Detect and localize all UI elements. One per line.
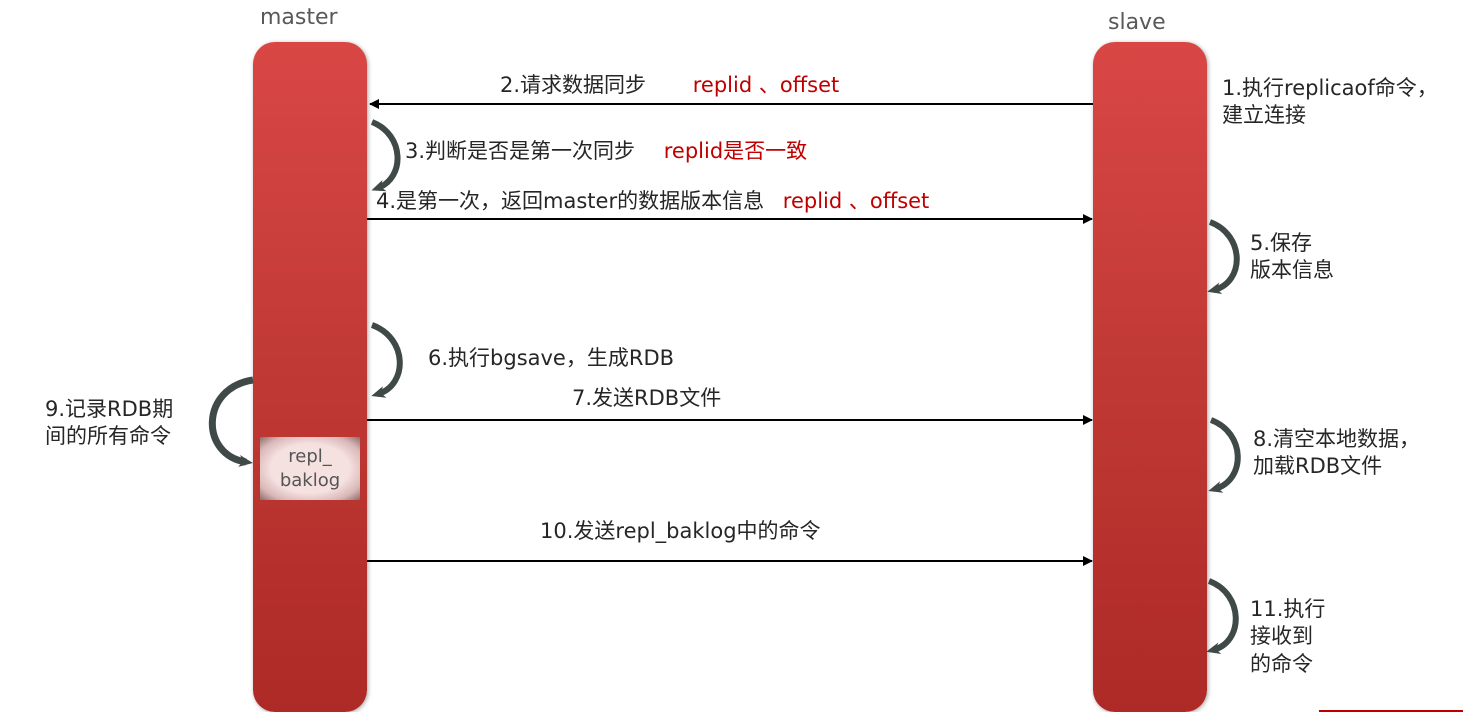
step6-text: 6.执行bgsave，生成RDB (428, 346, 675, 370)
step2-text: 2.请求数据同步 replid 、offset (500, 72, 839, 99)
step3-highlight: replid是否一致 (663, 139, 808, 163)
master-label: master (260, 5, 338, 30)
self-arrow-step11 (1206, 578, 1239, 655)
step2-label: 2.请求数据同步 (500, 73, 647, 97)
self-arrow-step9 (208, 376, 254, 467)
repl-backlog-box: repl_ baklog (260, 437, 360, 500)
step9-line2: 间的所有命令 (45, 424, 171, 449)
step1-line1: 1.执行replicaof命令， (1222, 76, 1438, 100)
self-arrow-step8 (1208, 417, 1241, 493)
self-arrow-step6 (370, 322, 403, 398)
step11-line1: 11.执行 (1250, 597, 1326, 621)
step10-text: 10.发送repl_baklog中的命令 (540, 519, 821, 543)
self-arrow-step5 (1207, 219, 1240, 295)
self-arrow-step3 (370, 119, 401, 192)
step11-line2: 接收到 (1250, 624, 1313, 649)
step8-line2: 加载RDB文件 (1253, 454, 1383, 479)
step3-text: 3.判断是否是第一次同步 replid是否一致 (405, 138, 807, 165)
step5-line2: 版本信息 (1250, 258, 1334, 283)
step1-text: 1.执行replicaof命令， 建立连接 (1222, 75, 1438, 130)
slave-label: slave (1108, 10, 1166, 35)
master-lifeline (253, 42, 367, 712)
step5-text: 5.保存 版本信息 (1250, 230, 1334, 285)
step7-text: 7.发送RDB文件 (572, 386, 722, 410)
step4-highlight: replid 、offset (782, 189, 930, 213)
step9-text: 9.记录RDB期 间的所有命令 (45, 396, 173, 451)
step3-label: 3.判断是否是第一次同步 (405, 139, 636, 163)
slave-lifeline (1093, 42, 1207, 712)
step4-label: 4.是第一次，返回master的数据版本信息 (376, 189, 765, 213)
step4-text: 4.是第一次，返回master的数据版本信息 replid 、offset (376, 188, 929, 215)
step11-text: 11.执行 接收到 的命令 (1250, 596, 1325, 678)
backlog-line2: baklog (279, 470, 341, 491)
step11-line3: 的命令 (1250, 651, 1313, 676)
step5-line1: 5.保存 (1250, 231, 1313, 255)
step9-line1: 9.记录RDB期 (45, 397, 174, 421)
step2-highlight: replid 、offset (692, 73, 840, 97)
step1-line2: 建立连接 (1222, 103, 1306, 128)
step8-line1: 8.清空本地数据， (1253, 427, 1421, 451)
step8-text: 8.清空本地数据， 加载RDB文件 (1253, 426, 1420, 481)
backlog-line1: repl_ (288, 446, 332, 467)
decorative-red-line (1319, 710, 1463, 712)
